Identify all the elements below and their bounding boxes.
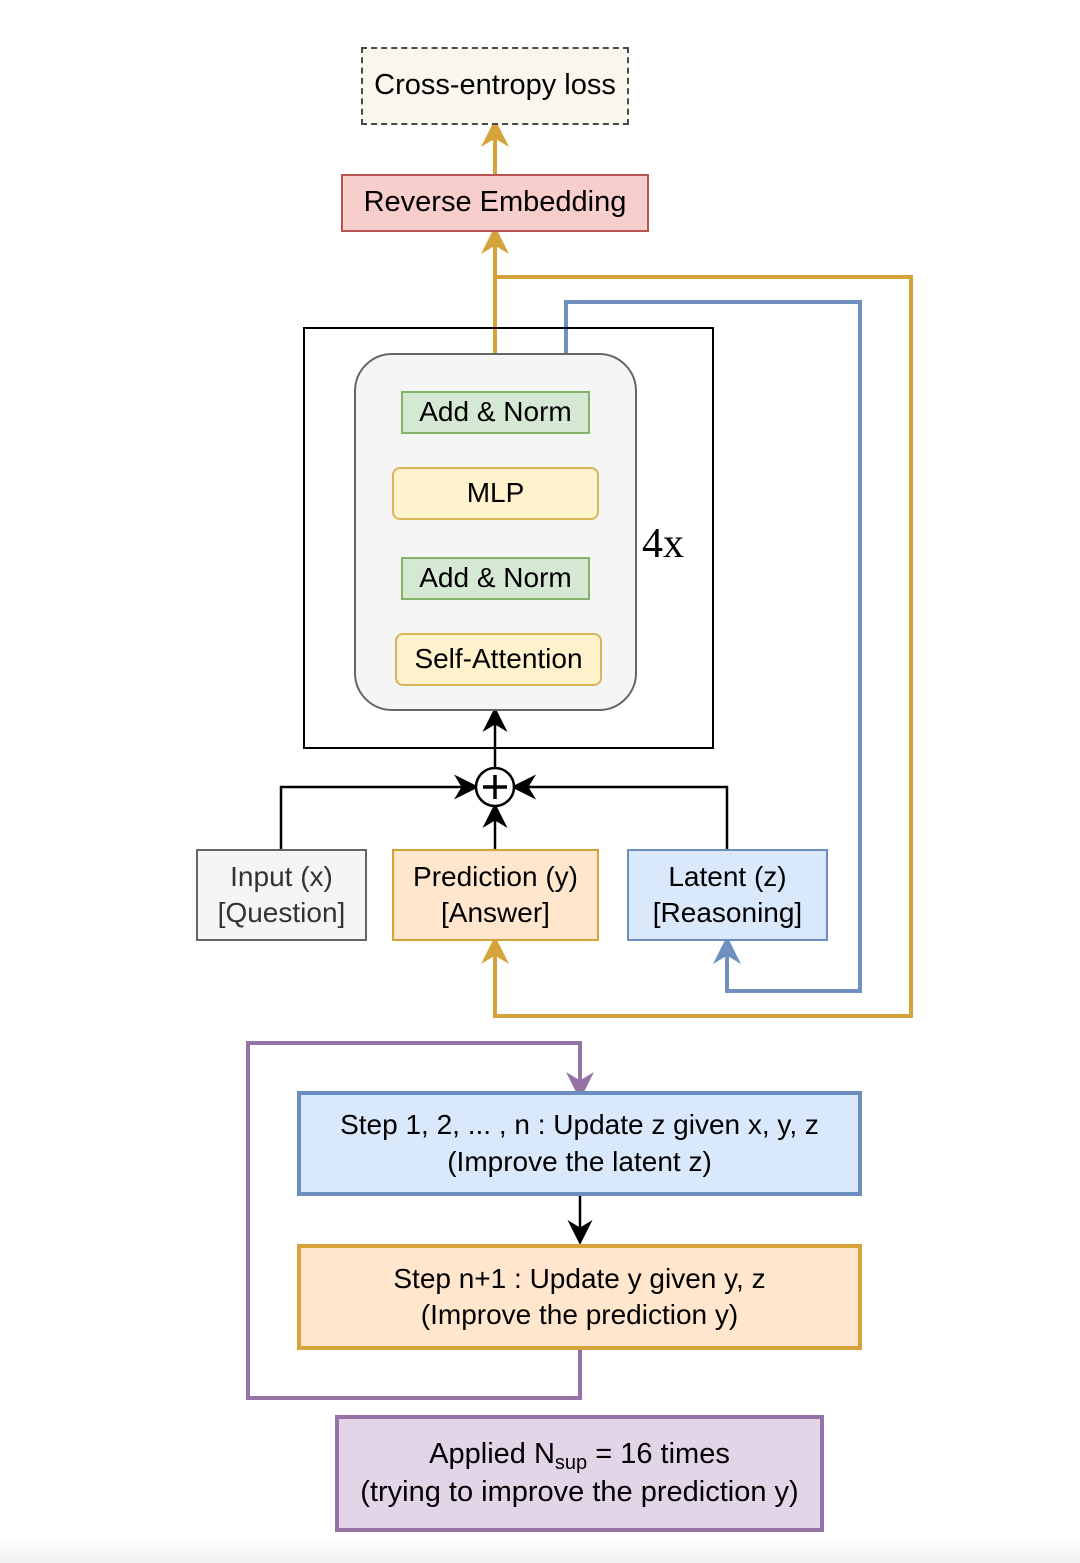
mlp-label: MLP [466,477,525,509]
step2-title: Step n+1 : Update y given y, z [393,1262,766,1294]
applied-suffix: = 16 times [587,1437,730,1470]
input-title: Input (x) [230,860,333,892]
arrow-loop-to-prediction [481,275,913,1018]
input-x-node: Input (x) [Question] [196,849,367,941]
sum-node [474,766,516,808]
prediction-title: Prediction (y) [413,860,578,892]
latent-subtitle: [Reasoning] [652,897,803,928]
applied-title: Applied Nsup = 16 times [429,1436,730,1474]
cross-entropy-loss-node: Cross-entropy loss [361,47,629,125]
step-update-y-node: Step n+1 : Update y given y, z (Improve … [297,1244,862,1350]
latent-z-node: Latent (z) [Reasoning] [627,849,828,941]
applied-nsup-node: Applied Nsup = 16 times (trying to impro… [335,1415,824,1532]
add-norm-top-node: Add & Norm [401,391,590,434]
applied-prefix: Applied N [429,1437,555,1470]
self-attention-label: Self-Attention [414,643,583,675]
repeat-count-label: 4x [642,521,684,567]
arrow-purple-loop [246,1041,594,1400]
reverse-embedding-node: Reverse Embedding [341,174,649,232]
loss-label: Cross-entropy loss [374,69,616,102]
prediction-subtitle: [Answer] [441,897,550,928]
arrow-loop-to-latent [564,300,862,993]
applied-subscript: sup [554,1451,588,1474]
add-norm-bottom-node: Add & Norm [401,557,590,600]
step-update-z-node: Step 1, 2, ... , n : Update z given x, y… [297,1091,862,1196]
arrow-input-to-sum [279,774,479,849]
transformer-block-frame [303,327,714,749]
step1-subtitle: (Improve the latent z) [447,1145,712,1177]
reverse-embedding-label: Reverse Embedding [363,186,627,219]
arrow-latent-to-sum [511,774,729,849]
self-attention-node: Self-Attention [395,633,602,686]
prediction-y-node: Prediction (y) [Answer] [392,849,599,941]
bottom-fade [0,1535,1080,1563]
input-subtitle: [Question] [217,897,346,928]
applied-subtitle: (trying to improve the prediction y) [360,1475,799,1508]
latent-title: Latent (z) [668,860,787,892]
step2-subtitle: (Improve the prediction y) [420,1299,739,1330]
add-norm-bottom-label: Add & Norm [419,562,572,594]
step1-title: Step 1, 2, ... , n : Update z given x, y… [340,1109,819,1141]
add-norm-top-label: Add & Norm [419,396,572,428]
mlp-node: MLP [392,467,599,520]
